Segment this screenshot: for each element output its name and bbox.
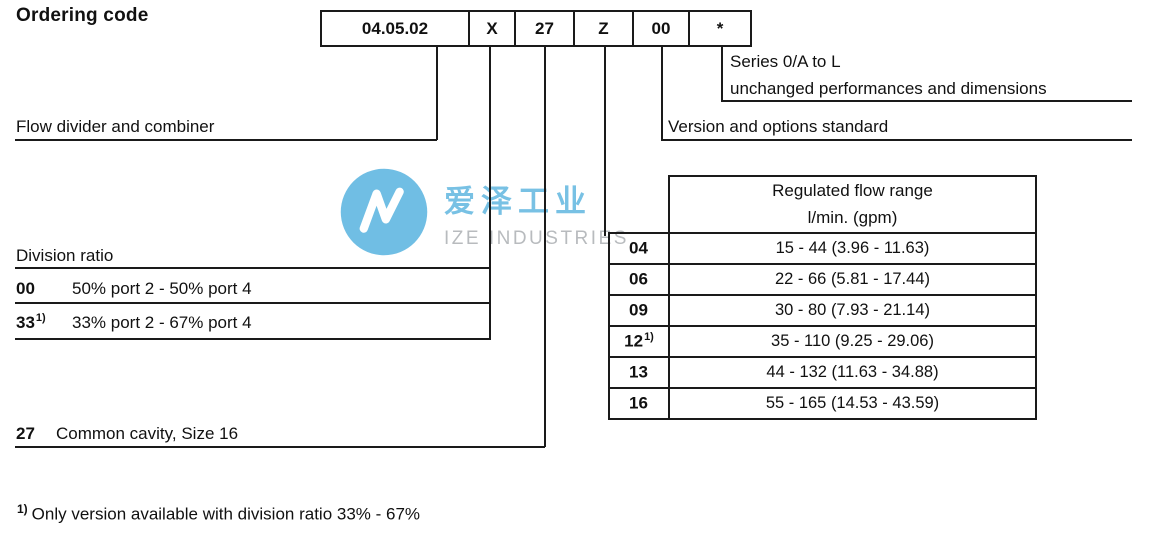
version-label: Version and options standard	[668, 117, 889, 136]
footnote-sup: 1)	[17, 502, 28, 516]
underline-division-ratio-row2	[15, 338, 490, 340]
underline-version	[661, 139, 1132, 141]
division-ratio-desc-33: 33% port 2 - 67% port 4	[72, 313, 252, 332]
code-box-cavity: 27	[514, 10, 575, 47]
flow-code-cell: 09	[608, 294, 670, 327]
flow-range-header-cell: Regulated flow range l/min. (gpm)	[668, 175, 1037, 234]
flow-code-cell: 06	[608, 263, 670, 296]
flow-range-header-line1: Regulated flow range	[772, 181, 933, 201]
division-ratio-title: Division ratio	[16, 246, 114, 265]
division-ratio-code-33: 331)	[16, 312, 46, 333]
table-row: 16 55 - 165 (14.53 - 43.59)	[608, 387, 1037, 420]
flow-range-cell: 22 - 66 (5.81 - 17.44)	[668, 263, 1037, 296]
flow-range-cell: 44 - 132 (11.63 - 34.88)	[668, 356, 1037, 389]
footnote: 1)Only version available with division r…	[16, 502, 420, 525]
connector-cavity	[544, 46, 546, 447]
table-row: 13 44 - 132 (11.63 - 34.88)	[608, 356, 1037, 389]
division-ratio-code-00: 00	[16, 278, 36, 299]
underline-series-note	[721, 100, 1132, 102]
ordering-code-boxes: 04.05.02 X 27 Z 00 *	[320, 10, 752, 47]
code-box-version: 00	[632, 10, 690, 47]
flow-code: 06	[629, 269, 648, 289]
cavity-desc: Common cavity, Size 16	[56, 424, 239, 443]
underline-division-ratio-row1	[15, 302, 490, 304]
division-ratio-code-33-value: 33	[16, 313, 35, 332]
flow-code-cell: 13	[608, 356, 670, 389]
underline-cavity	[15, 446, 545, 448]
flow-range-cell: 55 - 165 (14.53 - 43.59)	[668, 387, 1037, 420]
division-ratio-desc-00: 50% port 2 - 50% port 4	[72, 279, 252, 298]
flow-code-cell: 04	[608, 232, 670, 265]
flow-code-cell: 121)	[608, 325, 670, 358]
flow-code: 16	[629, 393, 648, 413]
underline-flow-divider	[15, 139, 437, 141]
regulated-flow-range-table: Regulated flow range l/min. (gpm) 04 15 …	[608, 175, 1037, 420]
code-box-base-model: 04.05.02	[320, 10, 470, 47]
cavity-code-value: 27	[16, 424, 35, 443]
flow-code-sup: 1)	[644, 331, 654, 344]
division-ratio-code-33-sup: 1)	[35, 312, 46, 325]
connector-base-model	[436, 46, 438, 140]
flow-code: 13	[629, 362, 648, 382]
series-note-line1: Series 0/A to L	[730, 52, 841, 71]
connector-flow-range	[604, 46, 606, 236]
code-box-division-ratio: X	[468, 10, 516, 47]
flow-divider-label: Flow divider and combiner	[16, 117, 215, 136]
code-box-series: *	[688, 10, 752, 47]
connector-version	[661, 46, 663, 140]
code-box-flow-range: Z	[573, 10, 634, 47]
table-header-row: Regulated flow range l/min. (gpm)	[609, 175, 1037, 234]
connector-series	[721, 46, 723, 100]
connector-division-ratio	[489, 46, 491, 340]
table-row: 09 30 - 80 (7.93 - 21.14)	[608, 294, 1037, 327]
table-row: 06 22 - 66 (5.81 - 17.44)	[608, 263, 1037, 296]
flow-range-cell: 30 - 80 (7.93 - 21.14)	[668, 294, 1037, 327]
table-header-spacer	[609, 176, 669, 233]
underline-division-ratio-title	[15, 267, 490, 269]
ize-logo-icon	[340, 168, 428, 256]
flow-range-header-line2: l/min. (gpm)	[807, 207, 898, 227]
division-ratio-code-00-value: 00	[16, 279, 35, 298]
table-row: 04 15 - 44 (3.96 - 11.63)	[608, 232, 1037, 265]
flow-range-cell: 15 - 44 (3.96 - 11.63)	[668, 232, 1037, 265]
flow-code: 04	[629, 238, 648, 258]
page-title: Ordering code	[16, 5, 149, 26]
footnote-text: Only version available with division rat…	[31, 504, 421, 524]
flow-code: 12	[624, 331, 644, 351]
flow-code: 09	[629, 300, 648, 320]
cavity-code: 27	[16, 423, 35, 444]
series-note-line2: unchanged performances and dimensions	[730, 79, 1047, 98]
flow-range-cell: 35 - 110 (9.25 - 29.06)	[668, 325, 1037, 358]
flow-code-cell: 16	[608, 387, 670, 420]
watermark-chinese-text: 爱泽工业	[444, 184, 592, 219]
table-row: 121) 35 - 110 (9.25 - 29.06)	[608, 325, 1037, 358]
